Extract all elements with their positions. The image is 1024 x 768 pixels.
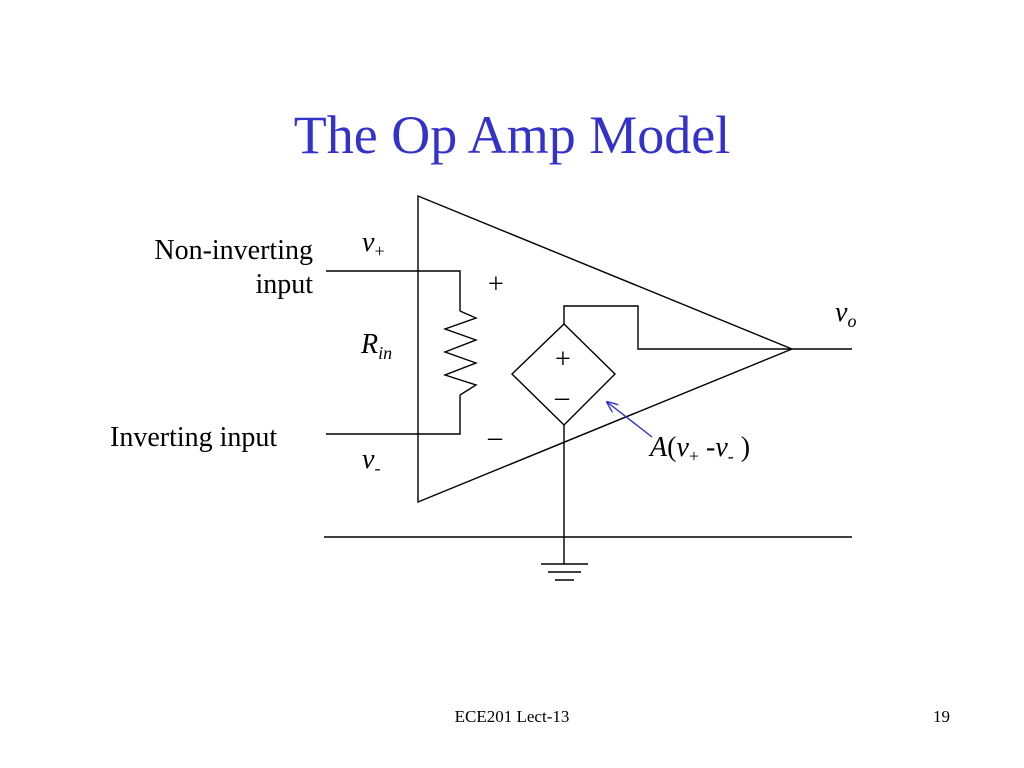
source-output-wire: [563, 305, 792, 350]
input-minus-sign: –: [488, 422, 502, 453]
non-inverting-input-label: Non-inverting input: [154, 235, 313, 300]
ground-symbol: [541, 563, 588, 581]
gain-expression-label: A(v+ -v- ): [650, 432, 751, 466]
input-plus-sign: +: [488, 269, 504, 300]
v-minus-label: v-: [362, 444, 381, 478]
footer-lecture-label: ECE201 Lect-13: [454, 707, 570, 726]
page-number: 19: [933, 707, 950, 726]
v-plus-label: v+: [362, 227, 385, 261]
r-in-label: Rin: [361, 329, 393, 363]
inverting-input-wire: [326, 395, 461, 435]
vo-label: vo: [835, 297, 857, 331]
input-resistor: [442, 310, 479, 396]
non-inverting-input-wire: [326, 270, 461, 311]
source-plus-sign: +: [555, 344, 571, 375]
op-amp-triangle: [417, 194, 794, 504]
gain-annotation-arrow: [607, 402, 653, 438]
source-minus-sign: –: [555, 382, 569, 413]
inverting-input-label: Inverting input: [110, 422, 278, 453]
slide-title: The Op Amp Model: [293, 105, 731, 165]
